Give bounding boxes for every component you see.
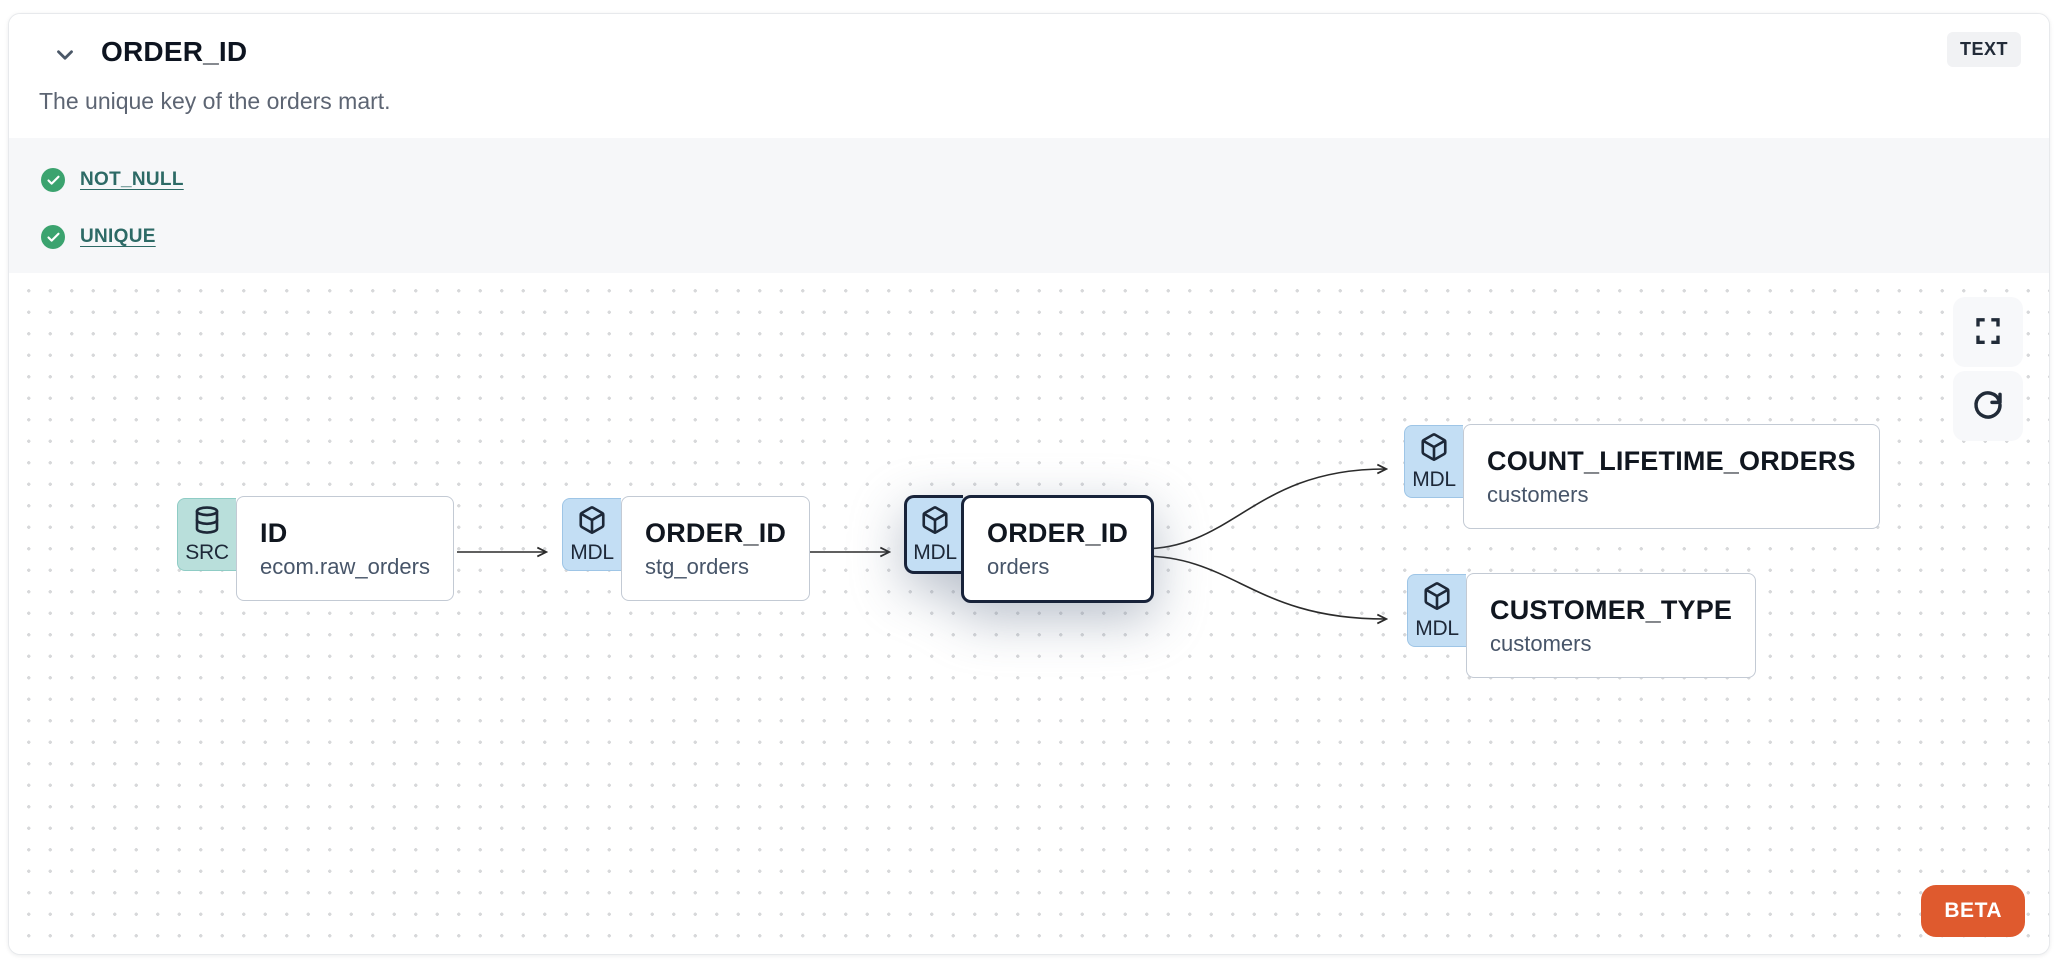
check-circle-icon xyxy=(41,168,65,192)
lineage-node-customers-count-lifetime-orders[interactable]: MDL COUNT_LIFETIME_ORDERS customers xyxy=(1404,424,1880,529)
lineage-node-orders-order-id-selected[interactable]: MDL ORDER_ID orders xyxy=(904,495,1155,603)
node-subtitle: customers xyxy=(1490,630,1592,656)
chevron-down-icon xyxy=(52,42,78,71)
fullscreen-button[interactable] xyxy=(1953,297,2023,367)
tests-section: NOT_NULL UNIQUE xyxy=(9,138,2049,273)
node-title: COUNT_LIFETIME_ORDERS xyxy=(1487,445,1856,476)
panel-header: ORDER_ID TEXT The unique key of the orde… xyxy=(9,14,2049,138)
node-card: CUSTOMER_TYPE customers xyxy=(1466,573,1757,678)
node-title: ORDER_ID xyxy=(645,517,787,548)
node-badge-label: MDL xyxy=(1412,467,1456,491)
page-title: ORDER_ID xyxy=(101,36,248,67)
lineage-canvas[interactable]: SRC ID ecom.raw_orders MDL ORDER_ID stg_… xyxy=(9,273,2049,954)
node-card: ID ecom.raw_orders xyxy=(236,496,454,601)
beta-badge: BETA xyxy=(1921,885,2025,937)
test-row: NOT_NULL xyxy=(41,159,2049,201)
node-title: ID xyxy=(260,517,288,548)
node-title: ORDER_ID xyxy=(987,518,1129,548)
node-subtitle: orders xyxy=(987,554,1050,579)
node-type-badge-mdl: MDL xyxy=(1407,574,1466,647)
node-type-badge-mdl: MDL xyxy=(904,495,963,574)
node-badge-label: SRC xyxy=(185,540,229,564)
fullscreen-icon xyxy=(1973,316,2003,349)
node-badge-label: MDL xyxy=(1415,616,1459,640)
lineage-node-customers-customer-type[interactable]: MDL CUSTOMER_TYPE customers xyxy=(1407,573,1757,678)
column-type-badge: TEXT xyxy=(1946,32,2021,67)
refresh-icon xyxy=(1972,389,2004,424)
collapse-chevron-button[interactable] xyxy=(47,40,83,72)
node-card: COUNT_LIFETIME_ORDERS customers xyxy=(1463,424,1880,529)
test-link-unique[interactable]: UNIQUE xyxy=(80,226,156,247)
test-link-not-null[interactable]: NOT_NULL xyxy=(80,169,184,190)
node-subtitle: stg_orders xyxy=(645,553,749,579)
node-badge-label: MDL xyxy=(913,540,957,564)
cube-icon xyxy=(920,505,950,540)
node-type-badge-mdl: MDL xyxy=(1404,425,1463,498)
node-badge-label: MDL xyxy=(570,540,614,564)
node-type-badge-src: SRC xyxy=(177,498,236,571)
node-subtitle: ecom.raw_orders xyxy=(260,553,430,579)
cube-icon xyxy=(1422,581,1452,616)
node-type-badge-mdl: MDL xyxy=(562,498,621,571)
node-title: CUSTOMER_TYPE xyxy=(1490,594,1733,625)
lineage-node-stg-orders-order-id[interactable]: MDL ORDER_ID stg_orders xyxy=(562,496,811,601)
cube-icon xyxy=(1419,432,1449,467)
node-card: ORDER_ID stg_orders xyxy=(621,496,811,601)
node-subtitle: customers xyxy=(1487,481,1589,507)
column-details-panel: ORDER_ID TEXT The unique key of the orde… xyxy=(8,13,2050,955)
cube-icon xyxy=(577,505,607,540)
canvas-controls xyxy=(1953,297,2023,441)
refresh-button[interactable] xyxy=(1953,371,2023,441)
test-row: UNIQUE xyxy=(41,216,2049,258)
lineage-node-ecom-raw-orders-id[interactable]: SRC ID ecom.raw_orders xyxy=(177,496,454,601)
node-card: ORDER_ID orders xyxy=(961,495,1155,603)
database-icon xyxy=(192,505,222,540)
column-description: The unique key of the orders mart. xyxy=(39,88,391,114)
check-circle-icon xyxy=(41,225,65,249)
